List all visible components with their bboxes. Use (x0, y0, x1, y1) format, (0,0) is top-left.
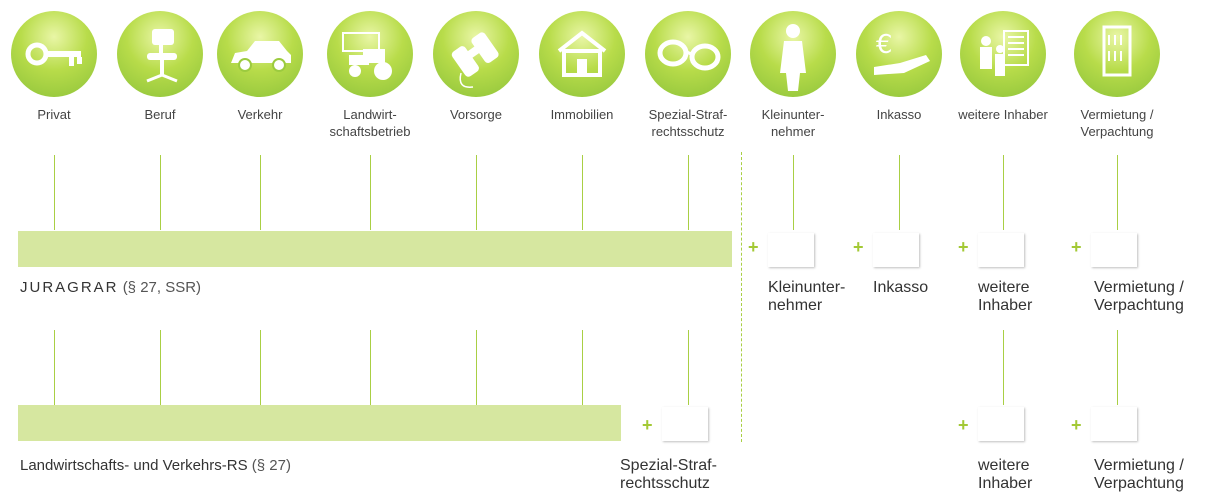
juragrar-bar (18, 231, 732, 267)
connector-line (476, 155, 477, 230)
connector-line (1117, 155, 1118, 230)
apartment-building-icon (1074, 11, 1160, 97)
plus-icon: + (853, 237, 864, 257)
connector-line (1117, 330, 1118, 405)
car-icon (217, 11, 303, 97)
addon-label-weitere-inhaber: weitere Inhaber (978, 457, 1033, 492)
connector-line (260, 330, 261, 405)
addon-label-vermietung-verpachtung: Vermietung / Verpachtung (1094, 457, 1184, 492)
addon-label-weitere-inhaber: weitere Inhaber (978, 279, 1033, 314)
addon-label-vermietung-verpachtung: Vermietung / Verpachtung (1094, 279, 1184, 314)
addon-box (1091, 233, 1137, 267)
plus-icon: + (748, 237, 759, 257)
tractor-icon (327, 11, 413, 97)
connector-line (54, 330, 55, 405)
category-label-immobilien: Immobilien (550, 107, 614, 122)
landwirtschaft-verkehr-ref: (§ 27) (251, 457, 291, 474)
addon-label-inkasso: Inkasso (873, 279, 929, 296)
businessman-icon (750, 11, 836, 97)
category-label-kleinunternehmer: Kleinunter- nehmer (761, 107, 825, 139)
category-label-landwirtschaftsbetrieb: Landwirt- schaftsbetrieb (329, 107, 411, 139)
juragrar-ref: (§ 27, SSR) (122, 279, 202, 296)
addon-label-spezial-strafrechtsschutz: Spezial-Straf- rechtsschutz (620, 457, 717, 492)
addon-label-kleinunternehmer: Kleinunter- nehmer (768, 279, 846, 314)
landwirtschaft-verkehr-label: Landwirtschafts- und Verkehrs-RS (§ 27) (20, 457, 291, 474)
euro-hand-icon: € (856, 11, 942, 97)
category-label-spezial-strafrechtsschutz: Spezial-Straf- rechtsschutz (648, 107, 728, 139)
connector-line (582, 330, 583, 405)
connector-line (582, 155, 583, 230)
category-label-privat: Privat (37, 107, 71, 122)
addon-box (978, 407, 1024, 441)
house-icon (539, 11, 625, 97)
plus-icon: + (642, 415, 653, 435)
connector-line (793, 155, 794, 230)
addon-box (978, 233, 1024, 267)
plus-icon: + (1071, 237, 1082, 257)
plus-icon: + (958, 415, 969, 435)
connector-line (160, 155, 161, 230)
category-label-verkehr: Verkehr (237, 107, 283, 122)
addon-box (1091, 407, 1137, 441)
category-label-vermietung-verpachtung: Vermietung / Verpachtung (1080, 107, 1154, 139)
connector-line (260, 155, 261, 230)
category-label-weitere-inhaber: weitere Inhaber (958, 107, 1048, 122)
connector-line (370, 155, 371, 230)
juragrar-name: JURAGRAR (20, 279, 119, 296)
connector-line (688, 330, 689, 405)
binoculars-icon (433, 11, 519, 97)
key-icon (11, 11, 97, 97)
svg-text:€: € (876, 30, 893, 60)
category-label-vorsorge: Vorsorge (449, 107, 503, 122)
landwirtschaft-verkehr-name: Landwirtschafts- und Verkehrs-RS (20, 457, 248, 474)
plus-icon: + (958, 237, 969, 257)
landwirtschaft-verkehr-bar (18, 405, 621, 441)
connector-line (160, 330, 161, 405)
handcuffs-icon (645, 11, 731, 97)
connector-line (1003, 330, 1004, 405)
divider-dashed (741, 152, 742, 442)
connector-line (370, 330, 371, 405)
juragrar-label: JURAGRAR (§ 27, SSR) (20, 279, 201, 296)
connector-line (688, 155, 689, 230)
connector-line (476, 330, 477, 405)
addon-box (768, 233, 814, 267)
connector-line (1003, 155, 1004, 230)
plus-icon: + (1071, 415, 1082, 435)
addon-box (662, 407, 708, 441)
connector-line (899, 155, 900, 230)
people-building-icon (960, 11, 1046, 97)
category-label-inkasso: Inkasso (876, 107, 922, 122)
office-chair-icon (117, 11, 203, 97)
connector-line (54, 155, 55, 230)
category-label-beruf: Beruf (144, 107, 176, 122)
addon-box (873, 233, 919, 267)
